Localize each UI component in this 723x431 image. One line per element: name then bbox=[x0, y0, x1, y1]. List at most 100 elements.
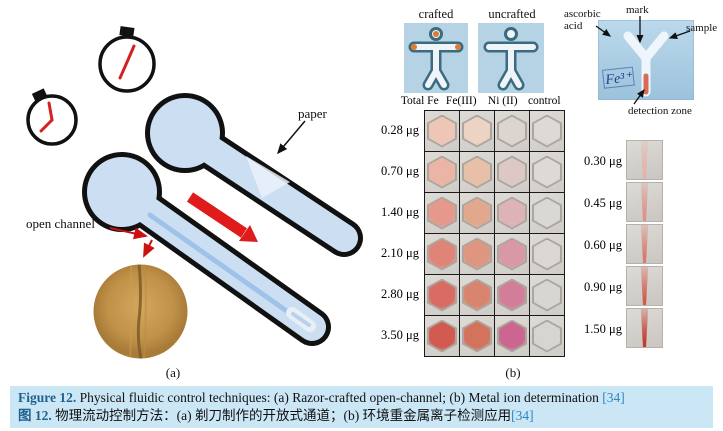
paper-label: paper bbox=[298, 106, 327, 121]
stopwatch-icon bbox=[26, 88, 78, 146]
hexagon-zone-icon bbox=[532, 155, 562, 189]
hexagon-zone-icon bbox=[427, 114, 457, 148]
strip-channel-photo bbox=[626, 266, 663, 306]
hexagon-zone-icon bbox=[532, 278, 562, 312]
strip-channel-photo bbox=[626, 140, 663, 180]
hexagon-zone-fill bbox=[429, 321, 455, 351]
detection-zone-cell bbox=[460, 111, 495, 152]
hexagon-zone-icon bbox=[497, 278, 527, 312]
strip-channel-photo bbox=[626, 182, 663, 222]
hexagon-zone-icon bbox=[497, 196, 527, 230]
hexagon-zone-fill bbox=[499, 280, 525, 310]
caption-text-zh: 物理流动控制方法：(a) 剃刀制作的开放式通道；(b) 环境重金属离子检测应用 bbox=[51, 408, 512, 423]
hexagon-zone-fill bbox=[429, 157, 455, 187]
detection-zone-cell bbox=[460, 234, 495, 275]
hexagon-zone-icon bbox=[427, 237, 457, 271]
sample-arrow-icon bbox=[668, 30, 691, 40]
detection-zone-cell bbox=[425, 316, 460, 357]
grid-row-label: 3.50 μg bbox=[381, 328, 419, 342]
caption-ref-link-zh[interactable]: [34] bbox=[511, 408, 534, 423]
detection-zone-cell bbox=[530, 111, 565, 152]
detection-zone-arrow-icon bbox=[633, 88, 645, 105]
hexagon-zone-fill bbox=[429, 239, 455, 269]
hexagon-zone-icon bbox=[497, 155, 527, 189]
detection-zone-cell bbox=[530, 152, 565, 193]
hexagon-zone-fill bbox=[429, 280, 455, 310]
detection-zone-cell bbox=[460, 152, 495, 193]
detection-device-photo: Fe³⁺ bbox=[598, 20, 694, 100]
hexagon-zone-fill bbox=[534, 239, 560, 269]
hexagon-zone-fill bbox=[534, 280, 560, 310]
hexagon-zone-fill bbox=[464, 116, 490, 146]
hexagon-zone-icon bbox=[532, 237, 562, 271]
hexagon-zone-icon bbox=[532, 319, 562, 353]
handwritten-ion-label: Fe³⁺ bbox=[604, 70, 634, 88]
hexagon-zone-icon bbox=[462, 114, 492, 148]
strip-channel-photo bbox=[626, 224, 663, 264]
col-header-fe3: Fe(III) bbox=[445, 95, 477, 107]
detection-zone-cell bbox=[530, 234, 565, 275]
hexagon-zone-icon bbox=[462, 196, 492, 230]
paper-device-upper bbox=[145, 93, 363, 257]
hexagon-zone-fill bbox=[499, 198, 525, 228]
hexagon-zone-fill bbox=[499, 239, 525, 269]
detection-zone-cell bbox=[530, 316, 565, 357]
panel-b-label: (b) bbox=[505, 365, 521, 380]
hexagon-zone-fill bbox=[534, 116, 560, 146]
hexagon-zone-fill bbox=[464, 157, 490, 187]
hexagon-zone-icon bbox=[532, 196, 562, 230]
crafted-label: crafted bbox=[418, 7, 454, 21]
hexagon-zone-fill bbox=[534, 321, 560, 351]
detection-zone-cell bbox=[495, 275, 530, 316]
hexagon-zone-icon bbox=[427, 278, 457, 312]
hexagon-zone-fill bbox=[429, 116, 455, 146]
caption-line-zh: 图 12. 物理流动控制方法：(a) 剃刀制作的开放式通道；(b) 环境重金属离… bbox=[18, 407, 705, 425]
detection-zone-cell bbox=[530, 193, 565, 234]
strip-row-label: 1.50 μg bbox=[584, 321, 622, 336]
hexagon-zone-fill bbox=[464, 198, 490, 228]
detection-zone-cell bbox=[425, 152, 460, 193]
hexagon-zone-fill bbox=[499, 157, 525, 187]
hexagon-zone-icon bbox=[462, 237, 492, 271]
red-flow-arrow-icon bbox=[186, 192, 258, 242]
detection-zone-cell bbox=[425, 275, 460, 316]
open-channel-pointer-arrow-icon bbox=[109, 227, 148, 240]
detection-zone-cell bbox=[425, 193, 460, 234]
strip-row-label: 0.60 μg bbox=[584, 237, 622, 252]
detection-zone-label: detection zone bbox=[628, 105, 692, 117]
paper-pointer-arrow-icon bbox=[277, 120, 306, 155]
grid-row-label: 0.70 μg bbox=[381, 164, 419, 178]
ascorbic-acid-label: ascorbic acid bbox=[564, 8, 601, 32]
hexagon-zone-fill bbox=[464, 239, 490, 269]
caption-label-zh: 图 12. bbox=[18, 408, 52, 423]
strip-row-label: 0.45 μg bbox=[584, 195, 622, 210]
caption-ref-link-en[interactable]: [34] bbox=[602, 390, 625, 405]
grid-row-label: 0.28 μg bbox=[381, 123, 419, 137]
open-channel-photo bbox=[93, 264, 188, 359]
open-channel-label: open channel bbox=[26, 216, 95, 231]
hexagon-zone-icon bbox=[462, 278, 492, 312]
grid-row-label: 2.10 μg bbox=[381, 246, 419, 260]
strip-channel-photo bbox=[626, 308, 663, 348]
strip-channel-fill bbox=[640, 141, 649, 179]
strip-photos bbox=[626, 140, 663, 350]
strip-channel-fill bbox=[640, 309, 649, 347]
detection-zone-cell bbox=[460, 193, 495, 234]
panel-a-label: (a) bbox=[165, 365, 181, 380]
hexagon-zone-fill bbox=[429, 198, 455, 228]
hexagon-zone-fill bbox=[534, 157, 560, 187]
ascorbic-arrow-icon bbox=[595, 25, 612, 37]
detection-zone-cell bbox=[495, 152, 530, 193]
strip-row-label: 0.30 μg bbox=[584, 153, 622, 168]
uncrafted-device-photo bbox=[478, 23, 544, 93]
caption-text-en: Physical fluidic control techniques: (a)… bbox=[76, 390, 603, 405]
hexagon-zone-icon bbox=[462, 319, 492, 353]
detection-zone-cell bbox=[495, 111, 530, 152]
hexagon-zone-fill bbox=[464, 321, 490, 351]
detection-zone-cell bbox=[460, 275, 495, 316]
photo-pointer-arrow-icon bbox=[143, 239, 155, 258]
strip-channel-fill bbox=[640, 183, 649, 221]
hexagon-zone-fill bbox=[534, 198, 560, 228]
caption-label-en: Figure 12. bbox=[18, 390, 77, 405]
